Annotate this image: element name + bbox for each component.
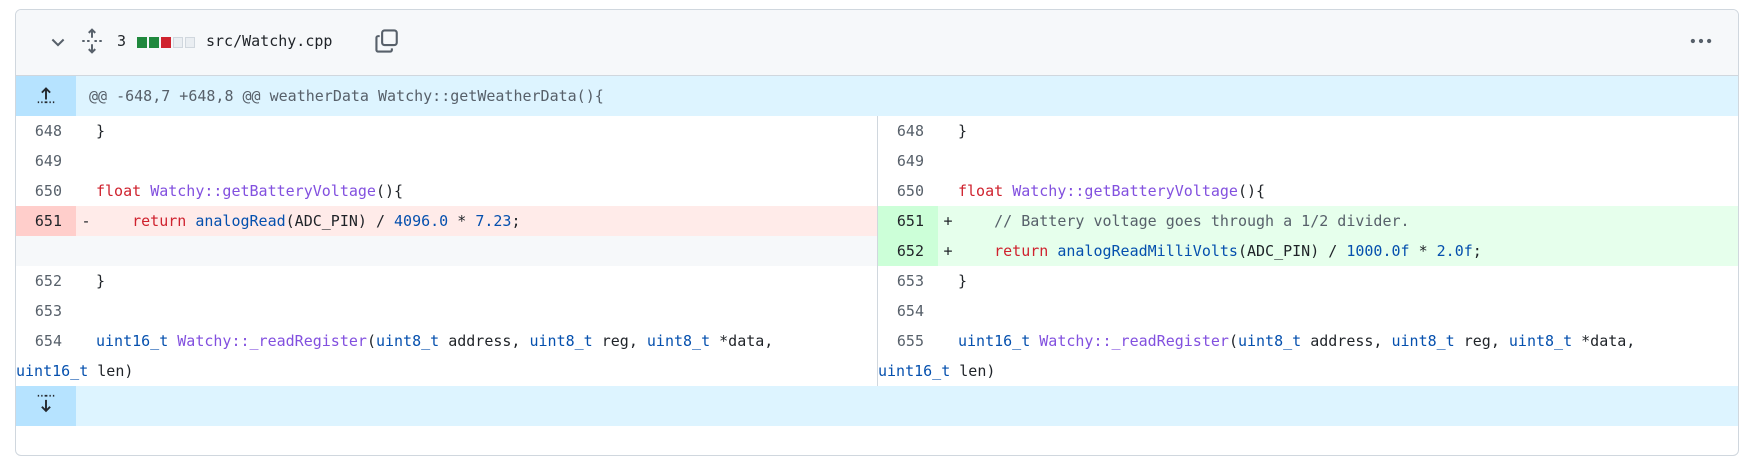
diffstat-add-block [149, 37, 159, 48]
right-code-line [958, 296, 1738, 326]
left-code-line [96, 296, 877, 326]
left-code-line: float Watchy::getBatteryVoltage(){ [96, 182, 404, 200]
left-line-number[interactable]: 650 [34, 182, 62, 200]
left-code-line: } [96, 272, 106, 290]
changes-count: 3 [117, 32, 127, 50]
right-line-number[interactable]: 651 [878, 206, 938, 236]
added-line: 651 + // Battery voltage goes through a … [878, 206, 1738, 236]
right-code-line: uint16_t Watchy::_readRegister(uint8_t a… [958, 332, 1636, 350]
hunk-header-text: @@ -648,7 +648,8 @@ weatherData Watchy::… [89, 87, 604, 105]
diff-row-continuation: uint16_t len) uint16_t len) [16, 356, 1738, 386]
diff-file: 3 src/Watchy.cpp @@ -648,7 +648,8 @@ wea… [15, 9, 1739, 456]
diffstat-delete-block [161, 37, 171, 48]
expand-down-button[interactable] [16, 386, 76, 426]
left-line-number[interactable]: 653 [34, 302, 62, 320]
expand-up-icon [35, 83, 57, 109]
diff-row: 649 649 [16, 146, 1738, 176]
diff-row: 650 float Watchy::getBatteryVoltage(){ 6… [16, 176, 1738, 206]
right-line-number[interactable]: 652 [878, 236, 938, 266]
diff-row: 648 } 648 } [16, 116, 1738, 146]
left-code-line: return analogRead(ADC_PIN) / 4096.0 * 7.… [132, 212, 521, 230]
right-code-line: } [958, 122, 968, 140]
right-code-line [958, 146, 1738, 176]
expand-up-button[interactable] [16, 76, 76, 116]
diff-row: 653 654 [16, 296, 1738, 326]
deletion-marker: - [81, 212, 91, 230]
addition-marker: + [943, 242, 953, 260]
diff-row: 652 } 653 } [16, 266, 1738, 296]
diff-row: 654 uint16_t Watchy::_readRegister(uint8… [16, 326, 1738, 356]
empty-placeholder-line [16, 236, 878, 266]
right-line-number[interactable]: 650 [896, 182, 924, 200]
hunk-header-row: @@ -648,7 +648,8 @@ weatherData Watchy::… [16, 76, 1738, 116]
chevron-down-icon[interactable] [48, 32, 68, 52]
right-line-number[interactable]: 653 [896, 272, 924, 290]
diff-row: 652 + return analogReadMilliVolts(ADC_PI… [16, 236, 1738, 266]
right-code-line: } [958, 272, 968, 290]
diffstat-add-block [137, 37, 147, 48]
kebab-horizontal-icon[interactable] [1686, 28, 1716, 54]
right-code-line: // Battery voltage goes through a 1/2 di… [994, 212, 1410, 230]
left-line-number[interactable]: 651 [16, 206, 76, 236]
diffstat-neutral-block [173, 37, 183, 48]
left-code-line: uint16_t Watchy::_readRegister(uint8_t a… [96, 332, 774, 350]
left-line-number[interactable]: 648 [34, 122, 62, 140]
left-code-line [96, 146, 877, 176]
left-line-number[interactable]: 649 [34, 152, 62, 170]
right-code-line: return analogReadMilliVolts(ADC_PIN) / 1… [994, 242, 1482, 260]
diffstat-neutral-block [185, 37, 195, 48]
file-path-link[interactable]: src/Watchy.cpp [206, 32, 333, 50]
right-code-line-wrap: uint16_t len) [878, 362, 996, 380]
left-code-line-wrap: uint16_t len) [16, 362, 134, 380]
copy-icon[interactable] [374, 28, 400, 54]
left-line-number[interactable]: 652 [34, 272, 62, 290]
deleted-line: 651 - return analogRead(ADC_PIN) / 4096.… [16, 206, 878, 236]
left-code-line: } [96, 122, 106, 140]
right-line-number[interactable]: 649 [896, 152, 924, 170]
expand-all-icon[interactable] [79, 28, 105, 54]
addition-marker: + [943, 212, 953, 230]
right-line-number[interactable]: 654 [896, 302, 924, 320]
diff-row: 651 - return analogRead(ADC_PIN) / 4096.… [16, 206, 1738, 236]
left-line-number[interactable]: 654 [34, 332, 62, 350]
right-line-number[interactable]: 648 [896, 122, 924, 140]
right-code-line: float Watchy::getBatteryVoltage(){ [958, 182, 1266, 200]
expand-down-icon [35, 393, 57, 419]
right-line-number[interactable]: 655 [896, 332, 924, 350]
diffstat-bar [137, 37, 195, 48]
hunk-footer-row [16, 386, 1738, 426]
added-line: 652 + return analogReadMilliVolts(ADC_PI… [878, 236, 1738, 266]
file-header: 3 src/Watchy.cpp [16, 10, 1738, 76]
